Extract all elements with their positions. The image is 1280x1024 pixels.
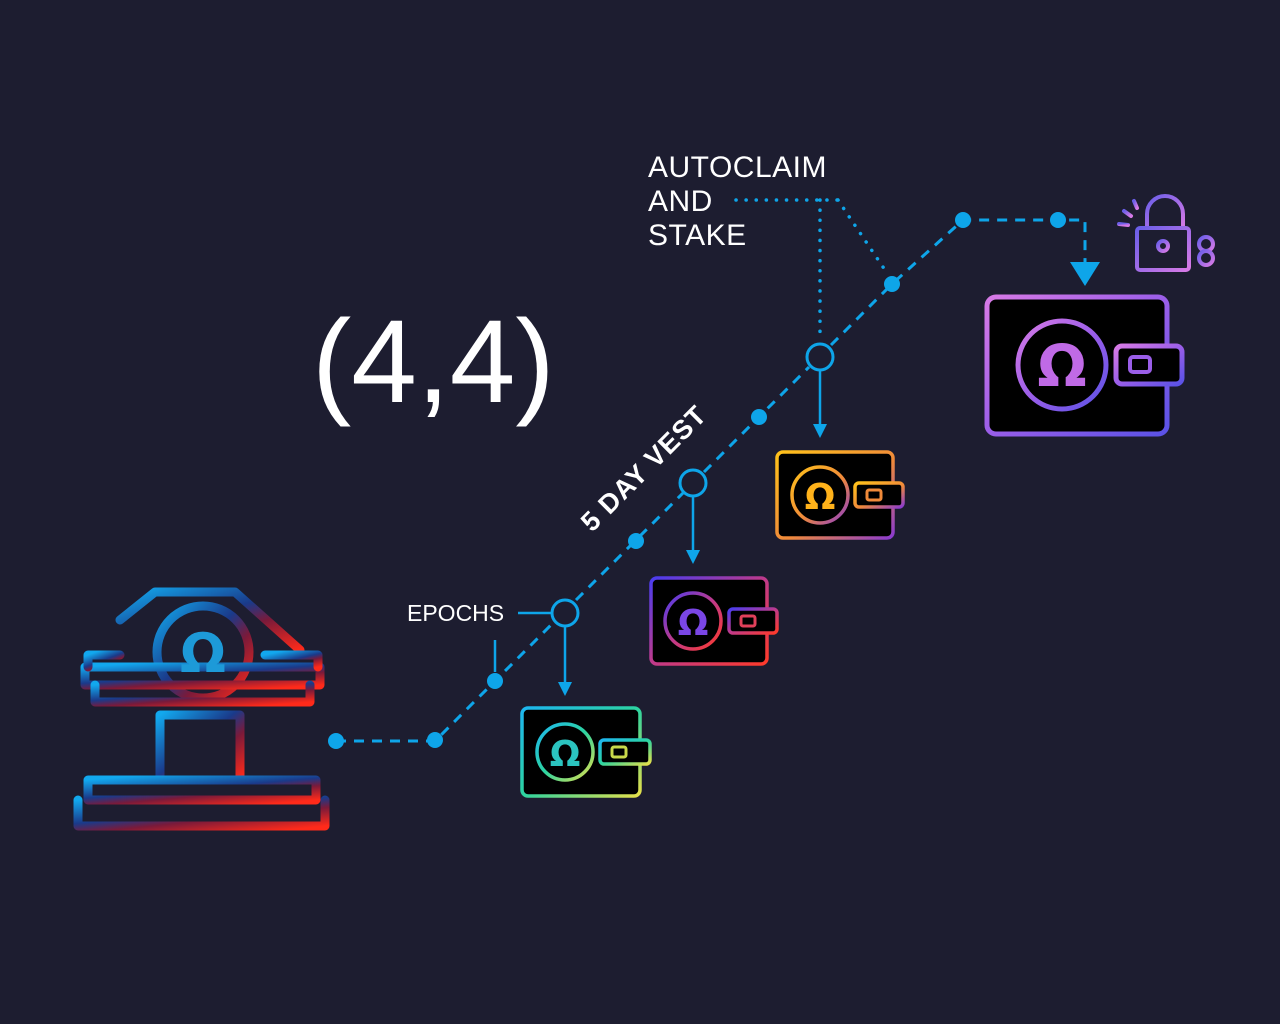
autoclaim-line-1: AUTOCLAIM [648, 151, 827, 184]
epoch-node [550, 598, 580, 628]
epoch-node [678, 468, 708, 498]
path-arrow-to-main-wallet [1070, 262, 1100, 286]
autoclaim-label: AUTOCLAIM AND STAKE [648, 151, 827, 252]
bank-omega-symbol: Ω [180, 622, 226, 685]
path-dots [328, 212, 1066, 749]
path-dot [955, 212, 971, 228]
epochs-connector [493, 611, 552, 672]
autoclaim-connector [734, 198, 887, 342]
wallet-omega-symbol: Ω [678, 603, 709, 644]
autoclaim-line-2: AND [648, 185, 713, 218]
path-dot [751, 409, 767, 425]
wallet-icon: Ω [649, 576, 779, 666]
path-dot [328, 733, 344, 749]
path-dot [427, 732, 443, 748]
autoclaim-line-3: STAKE [648, 219, 747, 252]
wallet-omega-symbol: Ω [805, 477, 836, 518]
bank-icon [73, 587, 330, 831]
unlock-icon [1117, 194, 1215, 272]
wallet-icon: Ω [775, 450, 905, 540]
wallet-icon: Ω [520, 706, 652, 798]
epochs-label: EPOCHS [407, 600, 504, 626]
path-dot [487, 673, 503, 689]
epoch-node [805, 342, 835, 372]
path-dot [1050, 212, 1066, 228]
diagram-title: (4,4) [312, 296, 555, 428]
path-dot [884, 276, 900, 292]
wallet-omega-symbol: Ω [550, 734, 581, 775]
path-dot [628, 533, 644, 549]
epoch-drop-arrows [558, 370, 827, 696]
main-wallet-icon: Ω [984, 294, 1185, 437]
wallet-omega-symbol: Ω [1037, 332, 1086, 400]
